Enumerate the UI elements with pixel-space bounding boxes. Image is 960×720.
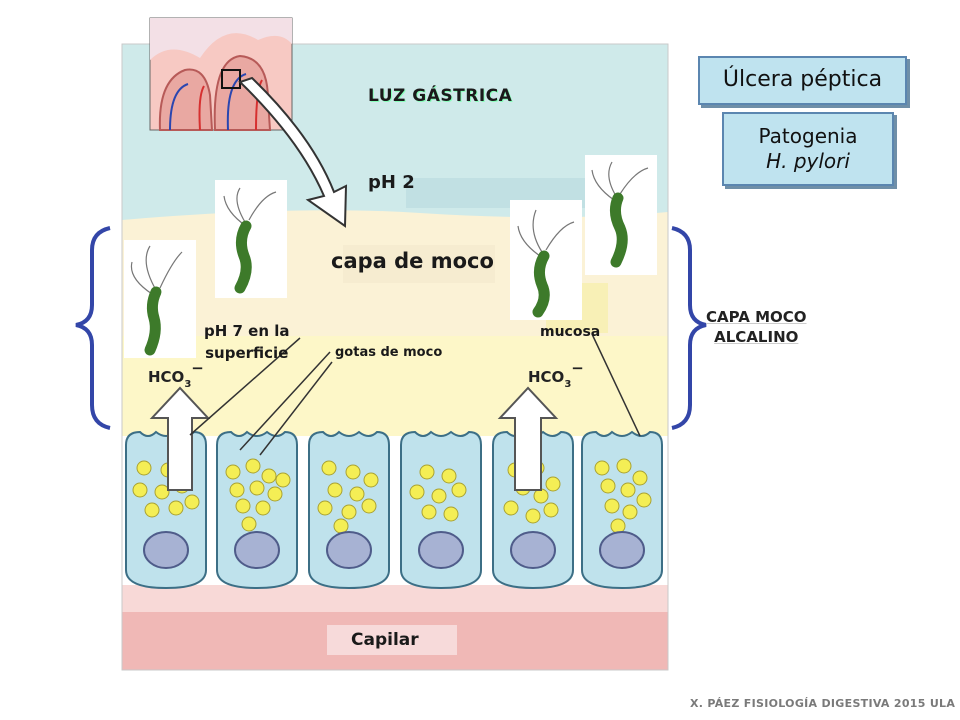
mucus-granule: [441, 468, 457, 484]
mucus-granule: [136, 460, 152, 476]
mucus-granule: [622, 504, 638, 520]
mucus-granule: [543, 502, 559, 518]
mucus-granule: [261, 468, 277, 484]
mucus-granule: [431, 488, 447, 504]
alkaline-layer-label: CAPA MOCO ALCALINO: [706, 307, 807, 347]
zoom-arrow: [238, 76, 348, 228]
epithelial-cells: [125, 430, 663, 590]
subtitle-line2: H. pylori: [766, 149, 850, 173]
mucus-granule: [525, 508, 541, 524]
mucus-granule: [333, 518, 349, 534]
lumen-ph-label: pH 2: [368, 172, 415, 193]
mucus-granule: [132, 482, 148, 498]
mucus-granule: [604, 498, 620, 514]
mucus-granule: [594, 460, 610, 476]
subtitle-line1: Patogenia: [758, 124, 858, 148]
mucus-granule: [267, 486, 283, 502]
mucus-granule: [620, 482, 636, 498]
alkaline-layer-line1: CAPA MOCO: [706, 308, 807, 326]
capillary-label: Capilar: [327, 625, 457, 655]
mucus-granule: [154, 484, 170, 500]
mucus-granule: [168, 500, 184, 516]
mucus-granule: [184, 494, 200, 510]
mucus-granule: [341, 504, 357, 520]
cell-nucleus: [234, 531, 280, 569]
mucus-granule: [349, 486, 365, 502]
footer-credit: X. PÁEZ FISIOLOGÍA DIGESTIVA 2015 ULA: [690, 697, 956, 710]
mucus-granule: [363, 472, 379, 488]
mucus-granule: [533, 488, 549, 504]
mucosa-label: mucosa: [540, 324, 601, 340]
cell-nucleus: [599, 531, 645, 569]
bicarbonate-label-left: HCO3−: [148, 359, 204, 390]
surface-ph-line2: superficie: [205, 344, 289, 362]
title-box: Úlcera péptica: [698, 56, 907, 105]
h-pylori-bacterium-1: [124, 240, 196, 358]
right-bracket: [671, 226, 707, 430]
bicarbonate-arrow-right: [497, 386, 559, 491]
mucus-granule: [345, 464, 361, 480]
mucus-granule: [409, 484, 425, 500]
cell-nucleus: [418, 531, 464, 569]
mucus-granule: [636, 492, 652, 508]
gastric-lumen-label: LUZ GÁSTRICA: [368, 86, 513, 106]
mucus-granule: [275, 472, 291, 488]
h-pylori-bacterium-4: [585, 155, 657, 275]
cell-nucleus: [326, 531, 372, 569]
mucus-granule: [317, 500, 333, 516]
mucus-granule: [616, 458, 632, 474]
mucus-granule: [361, 498, 377, 514]
cell-nucleus: [510, 531, 556, 569]
mucus-granule: [144, 502, 160, 518]
mucus-granule: [503, 500, 519, 516]
mucus-granule: [229, 482, 245, 498]
mucus-granule: [225, 464, 241, 480]
mucus-granule: [241, 516, 257, 532]
mucus-granule: [419, 464, 435, 480]
mucus-granule: [610, 518, 626, 534]
left-bracket: [75, 226, 111, 430]
cell-nucleus: [143, 531, 189, 569]
mucus-granule: [245, 458, 261, 474]
mucus-granule: [600, 478, 616, 494]
surface-ph-label: pH 7 en la superficie: [204, 320, 290, 364]
h-pylori-bacterium-2: [215, 180, 287, 298]
subtitle-box: Patogenia H. pylori: [722, 112, 894, 186]
bicarbonate-arrow-left: [149, 386, 211, 491]
alkaline-layer: [122, 336, 668, 436]
mucus-granule: [235, 498, 251, 514]
mucus-granule: [255, 500, 271, 516]
mucus-granule: [327, 482, 343, 498]
mucus-granule: [545, 476, 561, 492]
mucus-granule: [421, 504, 437, 520]
mucus-layer-label: capa de moco: [331, 249, 494, 273]
mucus-granule: [632, 470, 648, 486]
alkaline-layer-line2: ALCALINO: [714, 328, 799, 346]
page-title: Úlcera péptica: [722, 67, 883, 92]
bicarbonate-label-right: HCO3−: [528, 359, 584, 390]
surface-ph-line1: pH 7 en la: [204, 322, 290, 340]
h-pylori-bacterium-3: [510, 200, 582, 320]
lamina-propria: [122, 585, 668, 615]
mucus-granule: [443, 506, 459, 522]
mucus-granule: [321, 460, 337, 476]
mucus-droplets-label: gotas de moco: [335, 345, 443, 360]
mucus-granule: [249, 480, 265, 496]
mucus-granule: [451, 482, 467, 498]
